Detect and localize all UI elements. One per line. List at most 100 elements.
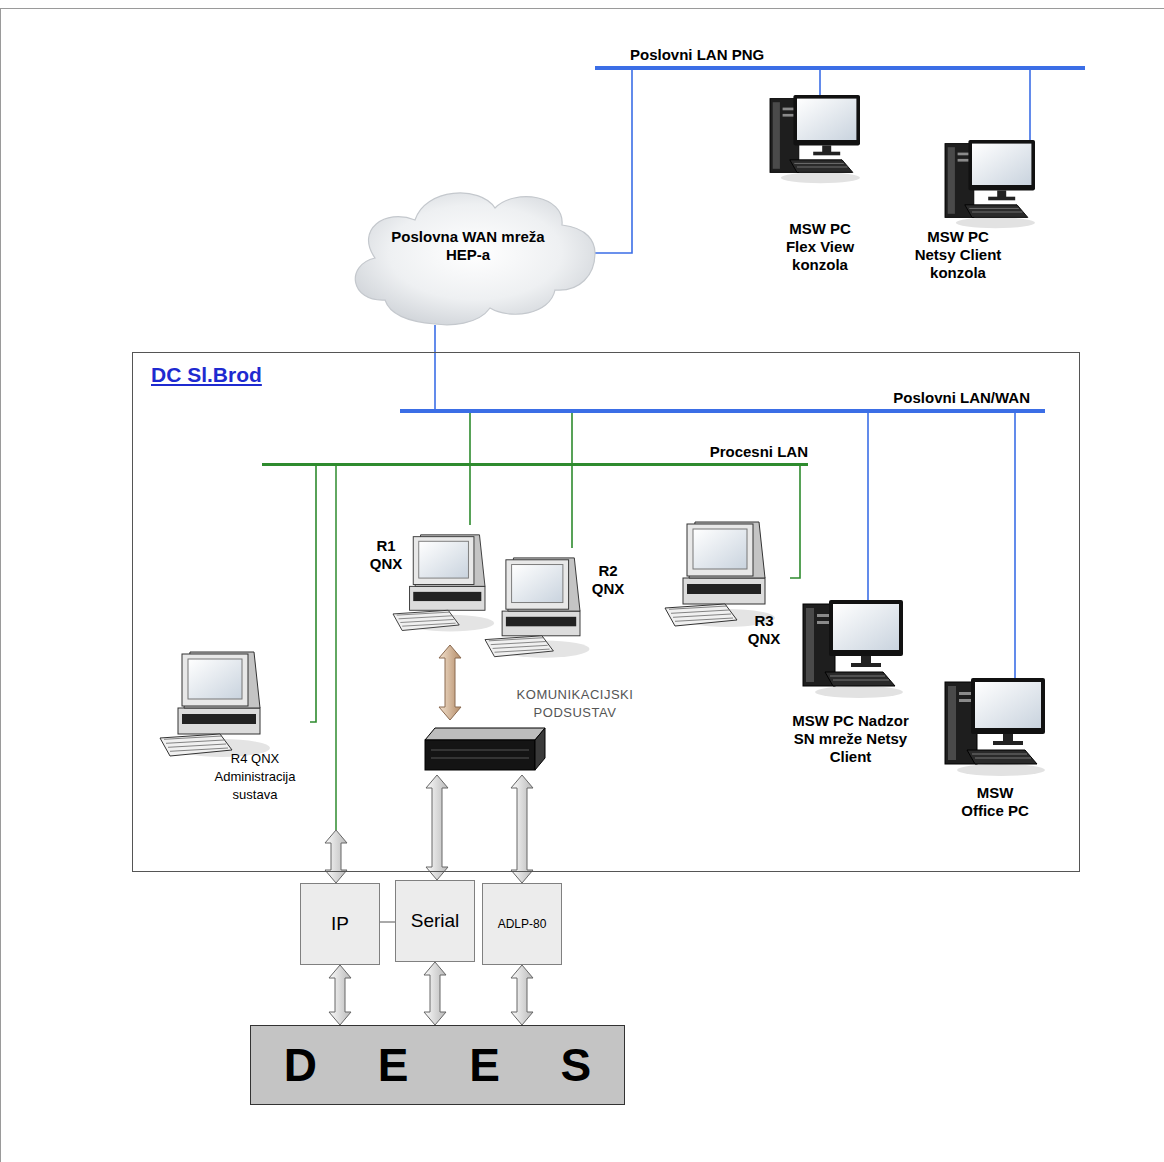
server-icon (425, 728, 545, 770)
double-arrow (325, 830, 347, 883)
keyboard-row (669, 606, 727, 609)
drive-slot (783, 108, 796, 111)
box-slot (431, 750, 529, 758)
keyboard-row (491, 642, 546, 645)
monitor-screen (975, 682, 1041, 728)
keyboard (790, 160, 853, 173)
double-arrow (511, 775, 533, 883)
keyboard (393, 610, 459, 630)
comm-subsystem: KOMUNIKACIJSKI PODSUSTAV (420, 720, 640, 775)
tower-face (948, 147, 955, 214)
node-label: R1 QNX (365, 537, 407, 573)
keyboard-row (164, 736, 222, 739)
bus-label: Procesni LAN (710, 443, 808, 463)
interface-box: ADLP-80 (482, 883, 562, 965)
system-unit (178, 708, 260, 734)
crt-icon (393, 533, 494, 634)
keyboard (825, 672, 895, 686)
unit-band (413, 592, 481, 601)
connector (1015, 413, 1016, 678)
network-link (819, 70, 821, 95)
double-arrow (329, 965, 351, 1025)
box-side (535, 728, 545, 770)
double-arrow (439, 645, 461, 720)
keyboard-row (402, 623, 455, 626)
network-link (595, 70, 632, 253)
monitor-bezel (413, 537, 474, 585)
pc-node: MSW PC Netsy Client konzola (900, 140, 1050, 300)
tower-face (948, 686, 956, 760)
keyboard (665, 604, 737, 626)
region-title: DC Sl.Brod (151, 363, 262, 387)
node-label: ADLP-80 (498, 917, 547, 931)
monitor-screen (693, 529, 747, 569)
keyboard-row (969, 208, 1019, 209)
site-region: DC Sl.BrodPoslovni LAN/WAN Procesni LAN R1… (132, 352, 1080, 872)
monitor-screen (188, 659, 242, 699)
pc-node: MSW PC Nadzor SN mreže Netsy Client (783, 600, 918, 780)
network-bus: Poslovni LAN PNG (595, 43, 1085, 70)
node-label: MSW PC Flex View konzola (779, 220, 861, 274)
interface-box: IP (300, 883, 380, 965)
qnx-workstation: R2 QNX (485, 548, 625, 665)
keyboard-row (170, 748, 228, 751)
connector-group (310, 70, 1030, 1025)
drive-slot (783, 114, 796, 117)
keyboard-row (495, 649, 550, 652)
pc-icon (945, 678, 1045, 778)
monitor-bezel (506, 560, 569, 609)
keyboard-row (166, 740, 224, 743)
pc-node: MSW PC Flex View konzola (755, 95, 885, 285)
network-link (469, 413, 471, 525)
keyboard (965, 205, 1028, 218)
connector (572, 413, 573, 548)
qnx-workstation: R1 QNX (365, 525, 490, 645)
connector (380, 922, 395, 923)
dees-box: D E E S (250, 1025, 625, 1105)
node-label: R4 QNX Administracija sustava (200, 750, 310, 804)
network-link (790, 466, 800, 578)
connector (325, 466, 347, 883)
keyboard-row (489, 638, 544, 641)
page-frame (1, 9, 1164, 1162)
network-bus: Poslovni LAN/WAN (400, 385, 1045, 413)
shadow (781, 172, 860, 183)
network-link (1029, 70, 1031, 140)
monitor-base (851, 663, 881, 667)
monitor-base (993, 741, 1023, 745)
connector (310, 466, 316, 722)
keyboard (967, 750, 1037, 764)
node-label: MSW Office PC (955, 784, 1035, 820)
connector (790, 466, 800, 578)
monitor-screen (512, 565, 563, 603)
keyboard (485, 636, 553, 657)
tower-face (806, 608, 814, 682)
system-unit (683, 578, 765, 604)
node-label: Serial (411, 910, 460, 932)
network-link (310, 466, 316, 722)
monitor-screen (833, 604, 899, 650)
lan-drop (335, 466, 337, 830)
monitor-bezel (687, 524, 753, 576)
system-unit (410, 586, 485, 610)
monitor-bezel (182, 654, 248, 706)
pc-icon (770, 95, 860, 185)
bus-label: Poslovni LAN PNG (630, 46, 764, 66)
keyboard-row (975, 758, 1031, 759)
keyboard-row (397, 612, 450, 615)
monitor-base (988, 197, 1015, 201)
network-link (867, 413, 869, 600)
connector (424, 962, 446, 1025)
monitor-stand (861, 656, 871, 664)
node-label: Poslovna WAN mreža HEP-a (388, 228, 548, 264)
connector (470, 413, 471, 525)
keyboard-row (400, 619, 453, 622)
tower-face (773, 102, 780, 169)
keyboard-row (797, 167, 847, 168)
node-label: IP (331, 913, 349, 935)
keyboard-row (833, 680, 889, 681)
double-arrow (511, 965, 533, 1025)
unit-band (182, 714, 256, 724)
crt-icon (485, 556, 590, 661)
